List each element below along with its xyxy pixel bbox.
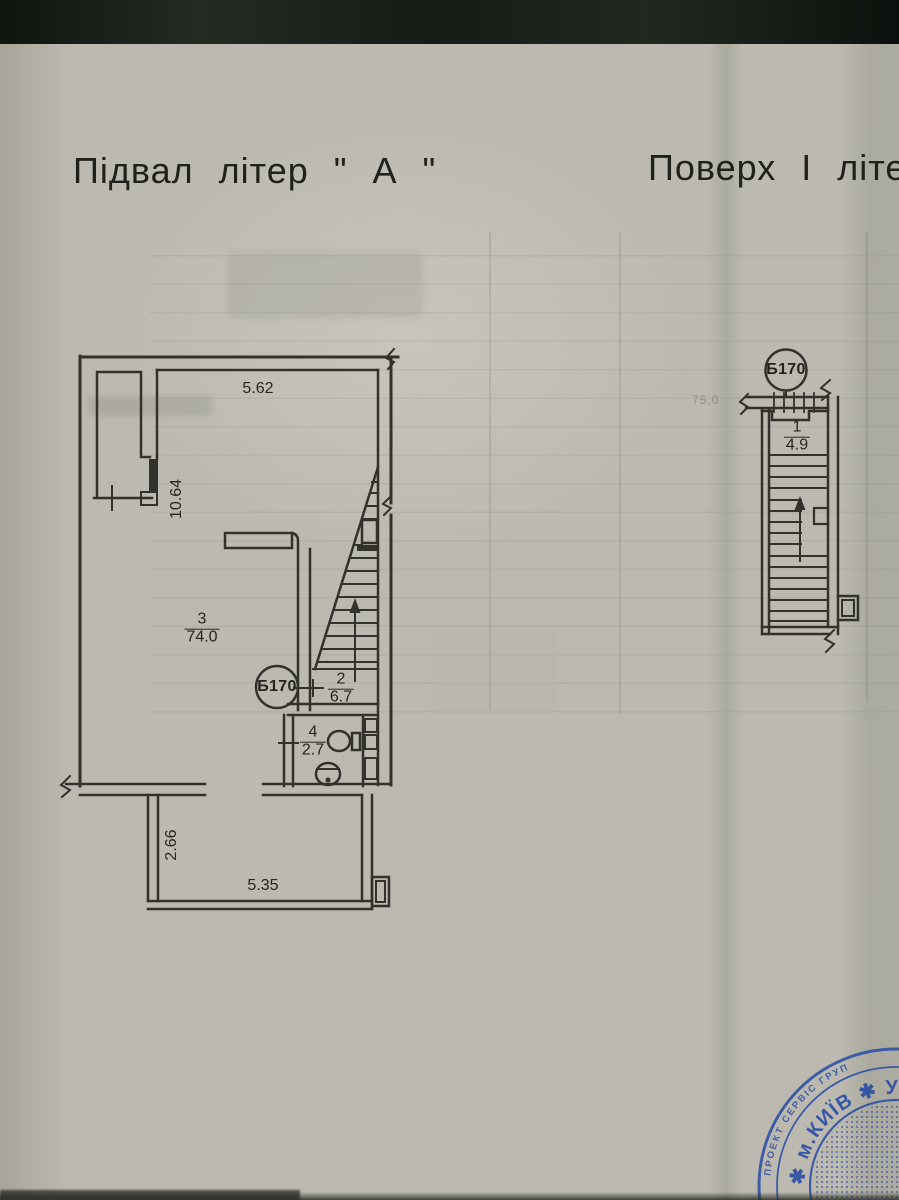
room-label-4: 4 2.7 — [299, 723, 327, 759]
unit-mark-basement: Б170 — [257, 678, 297, 695]
wall-break-icon — [59, 774, 72, 799]
dim-lower-side: 2.66 — [163, 829, 180, 861]
dim-side: 10.64 — [168, 478, 185, 520]
stairs — [768, 454, 830, 622]
paper-smudge — [70, 1010, 470, 1190]
room-label-3: 3 74.0 — [184, 610, 220, 646]
window-box — [836, 594, 860, 622]
paper-smudge — [228, 252, 423, 318]
wall-break-icon — [738, 392, 750, 416]
window-box — [841, 599, 855, 617]
photo-top-edge — [0, 0, 899, 44]
paper-ghost-grid — [150, 228, 899, 720]
paper-ghost-line — [619, 232, 621, 714]
seal-stamp: ✱ м.КИЇВ ✱ УКРАЇНА ПРОЕКТ СЕРВІС ГРУП — [700, 1040, 899, 1200]
floor1-plan-drawing — [738, 348, 860, 654]
window-box — [375, 880, 386, 903]
direction-arrow — [794, 496, 806, 562]
duct-shaft — [364, 757, 378, 780]
direction-arrow — [349, 598, 361, 682]
photo-bottom-edge — [0, 1192, 899, 1200]
paper-smudge — [430, 622, 558, 714]
paper-ghost-line — [489, 232, 491, 710]
floor1-plan-title: Поверх І літе — [648, 147, 899, 188]
unit-mark-floor1: Б170 — [766, 361, 806, 378]
photo-bottom-edge — [0, 1190, 300, 1200]
wall-break-icon — [381, 494, 393, 517]
ghost-table-value: 75,0 — [692, 393, 720, 407]
stairs — [312, 465, 380, 671]
basement-plan-title: Підвал літер " А " — [73, 150, 437, 191]
room-label-2: 2 6.7 — [327, 670, 355, 706]
duct-shaft — [364, 718, 378, 733]
toilet-icon — [326, 729, 362, 753]
wall-break-icon — [819, 378, 832, 402]
paper-smudge — [88, 396, 213, 416]
sink-icon — [314, 761, 342, 787]
window-box — [370, 875, 391, 908]
duct-shaft — [364, 734, 378, 750]
room-label-1: 1 4.9 — [783, 418, 811, 454]
dim-top: 5.62 — [242, 380, 274, 397]
paper-ghost-line — [866, 232, 868, 702]
seal-guilloche — [813, 1103, 899, 1200]
dim-bottom: 5.35 — [247, 877, 279, 894]
room-stamp-circle — [254, 664, 300, 710]
wall-break-icon — [823, 628, 836, 654]
basement-plan-drawing — [59, 347, 400, 911]
